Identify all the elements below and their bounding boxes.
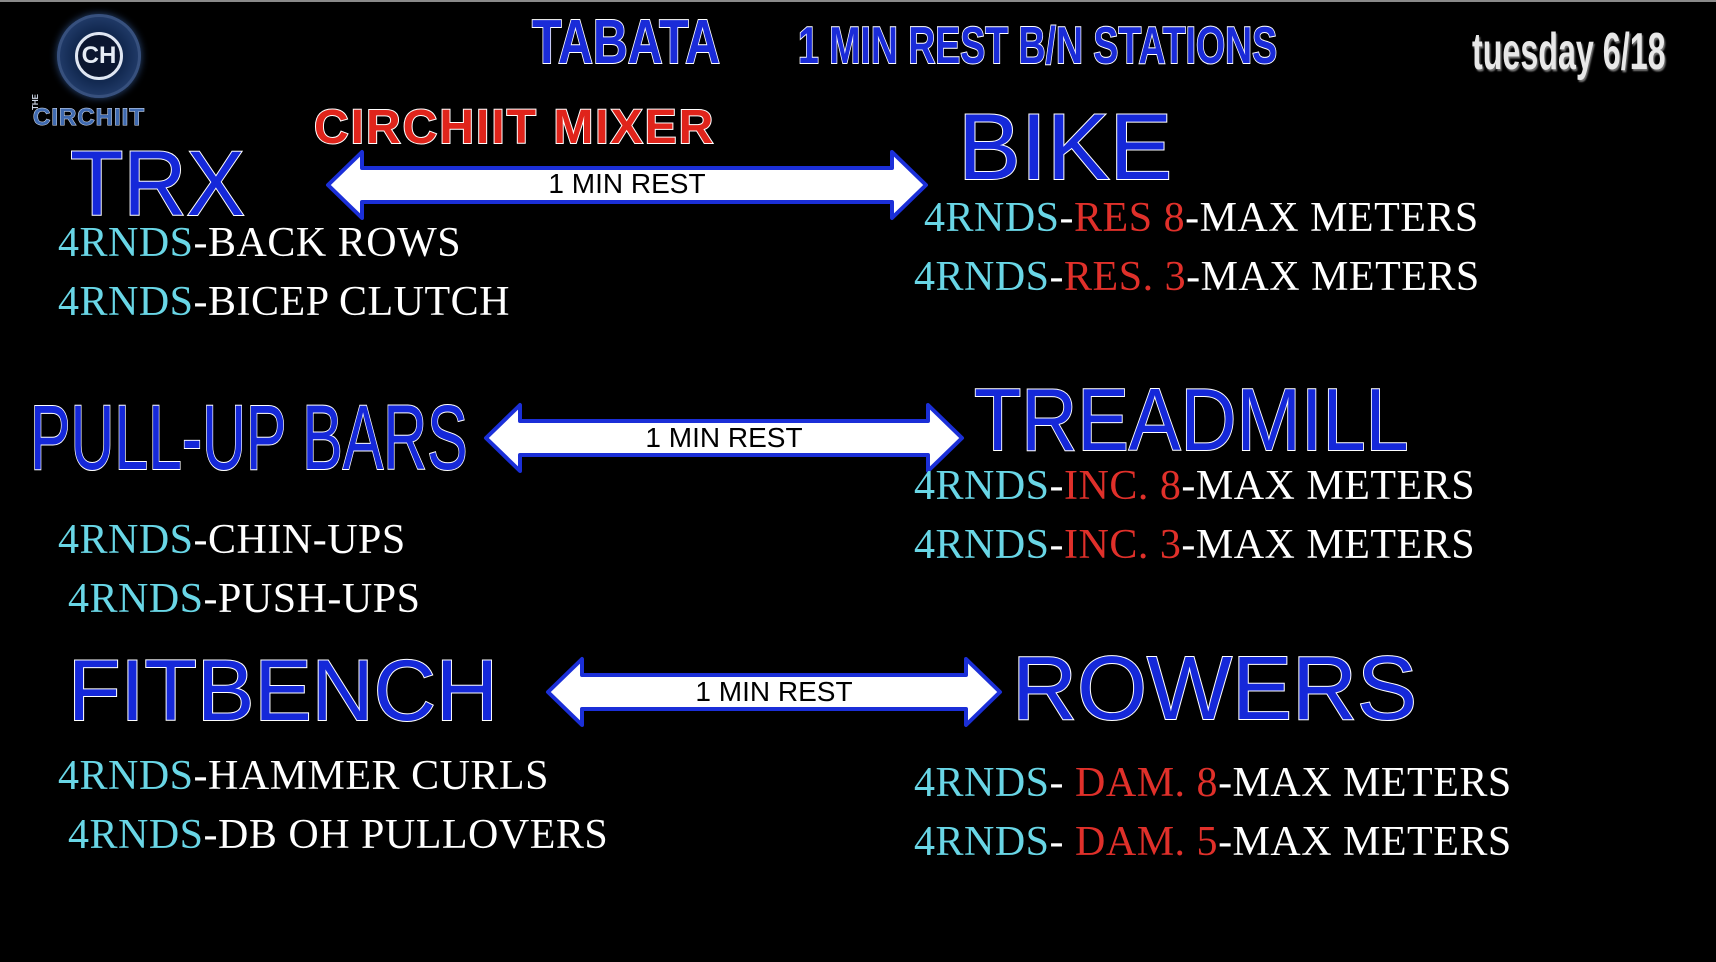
logo-wordmark: CIRCHIIT [33, 104, 145, 131]
station-pullup-title: PULL-UP BARS [29, 387, 468, 489]
station-bike-title: BIKE [957, 94, 1173, 199]
fitbench-exercise-2: 4RNDS-DB OH PULLOVERS [68, 812, 609, 858]
fitbench-exercise-1: 4RNDS-HAMMER CURLS [58, 753, 549, 799]
pullup-exercise-1: 4RNDS-CHIN-UPS [58, 517, 406, 563]
double-arrow-icon [326, 150, 928, 220]
trx-exercise-2: 4RNDS-BICEP CLUTCH [58, 279, 511, 325]
station-rowers-title: ROWERS [1011, 639, 1418, 739]
top-border [0, 0, 1716, 2]
rest-arrow-2: 1 MIN REST [484, 403, 964, 473]
pullup-exercise-2: 4RNDS-PUSH-UPS [68, 576, 421, 622]
double-arrow-icon [484, 403, 964, 473]
page-title: TABATA [531, 8, 721, 77]
rest-arrow-3: 1 MIN REST [546, 657, 1002, 727]
rowers-exercise-2: 4RNDS- DAM. 5-MAX METERS [914, 819, 1512, 865]
mixer-title: CIRCHIIT MIXER [313, 101, 716, 154]
rest-arrow-1: 1 MIN REST [326, 150, 928, 220]
circhiit-logo-icon: CH [57, 14, 141, 98]
rest-label-2: 1 MIN REST [645, 422, 803, 453]
bike-exercise-1: 4RNDS-RES 8-MAX METERS [924, 195, 1479, 241]
double-arrow-icon [546, 657, 1002, 727]
treadmill-exercise-2: 4RNDS-INC. 3-MAX METERS [914, 522, 1476, 568]
rest-label-1: 1 MIN REST [548, 168, 706, 199]
trx-exercise-1: 4RNDS-BACK ROWS [58, 220, 462, 266]
treadmill-exercise-1: 4RNDS-INC. 8-MAX METERS [914, 463, 1476, 509]
bike-exercise-2: 4RNDS-RES. 3-MAX METERS [914, 254, 1480, 300]
rowers-exercise-1: 4RNDS- DAM. 8-MAX METERS [914, 760, 1512, 806]
station-trx-title: TRX [69, 133, 246, 235]
station-fitbench-title: FITBENCH [67, 643, 499, 739]
station-treadmill-title: TREADMILL [973, 370, 1409, 469]
rest-note: 1 MIN REST B/N STATIONS [797, 17, 1278, 75]
logo-initials: CH [75, 32, 123, 80]
date-label: tuesday 6/18 [1472, 23, 1666, 81]
rest-label-3: 1 MIN REST [695, 676, 853, 707]
